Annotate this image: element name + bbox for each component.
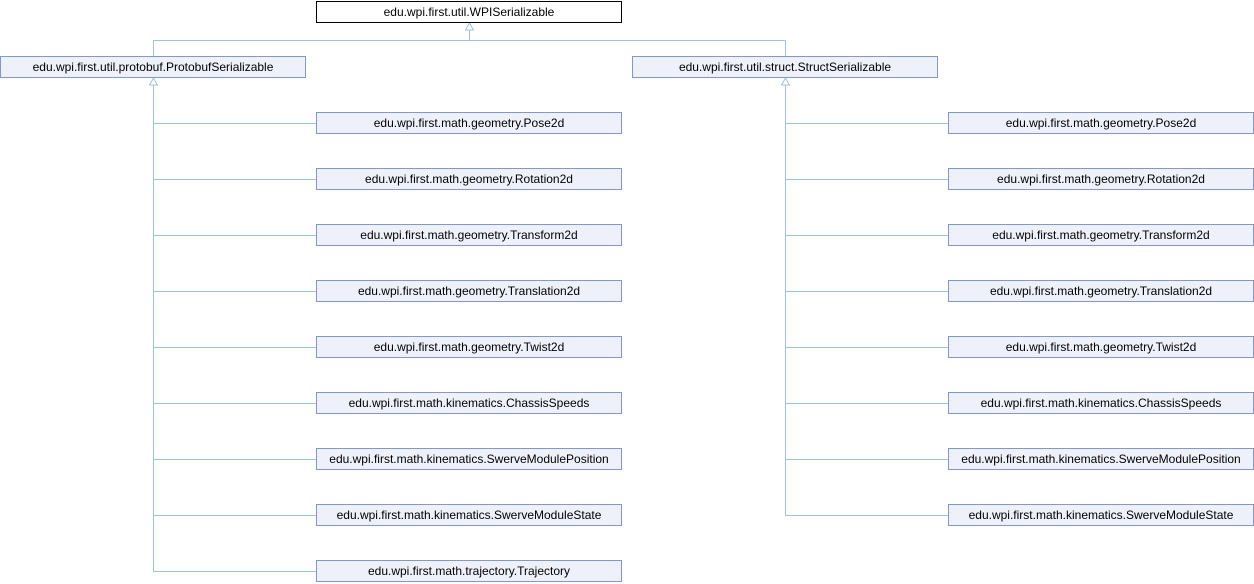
class-box-struct-child[interactable]: edu.wpi.first.math.geometry.Pose2d xyxy=(948,112,1254,134)
class-box-protobuf-child[interactable]: edu.wpi.first.math.geometry.Translation2… xyxy=(316,280,622,302)
class-box-struct-child[interactable]: edu.wpi.first.math.kinematics.SwerveModu… xyxy=(948,448,1254,470)
class-box-structserializable[interactable]: edu.wpi.first.util.struct.StructSerializ… xyxy=(632,56,938,78)
class-box-protobufserializable[interactable]: edu.wpi.first.util.protobuf.ProtobufSeri… xyxy=(0,56,306,78)
class-box-protobuf-child[interactable]: edu.wpi.first.math.kinematics.SwerveModu… xyxy=(316,448,622,470)
class-box-struct-child[interactable]: edu.wpi.first.math.geometry.Twist2d xyxy=(948,336,1254,358)
class-box-protobuf-child[interactable]: edu.wpi.first.math.kinematics.SwerveModu… xyxy=(316,504,622,526)
class-box-struct-child[interactable]: edu.wpi.first.math.kinematics.SwerveModu… xyxy=(948,504,1254,526)
arrowhead-branch xyxy=(780,76,791,86)
arrowhead-branch xyxy=(148,76,159,86)
class-box-protobuf-child[interactable]: edu.wpi.first.math.kinematics.ChassisSpe… xyxy=(316,392,622,414)
arrowhead-root xyxy=(464,21,475,31)
class-box-struct-child[interactable]: edu.wpi.first.math.geometry.Transform2d xyxy=(948,224,1254,246)
class-box-protobuf-child[interactable]: edu.wpi.first.math.geometry.Pose2d xyxy=(316,112,622,134)
class-box-protobuf-child[interactable]: edu.wpi.first.math.trajectory.Trajectory xyxy=(316,560,622,582)
class-box-struct-child[interactable]: edu.wpi.first.math.geometry.Translation2… xyxy=(948,280,1254,302)
class-box-struct-child[interactable]: edu.wpi.first.math.geometry.Rotation2d xyxy=(948,168,1254,190)
class-box-protobuf-child[interactable]: edu.wpi.first.math.geometry.Rotation2d xyxy=(316,168,622,190)
class-box-wpiserializable[interactable]: edu.wpi.first.util.WPISerializable xyxy=(316,1,622,23)
class-box-protobuf-child[interactable]: edu.wpi.first.math.geometry.Twist2d xyxy=(316,336,622,358)
class-box-struct-child[interactable]: edu.wpi.first.math.kinematics.ChassisSpe… xyxy=(948,392,1254,414)
class-box-protobuf-child[interactable]: edu.wpi.first.math.geometry.Transform2d xyxy=(316,224,622,246)
